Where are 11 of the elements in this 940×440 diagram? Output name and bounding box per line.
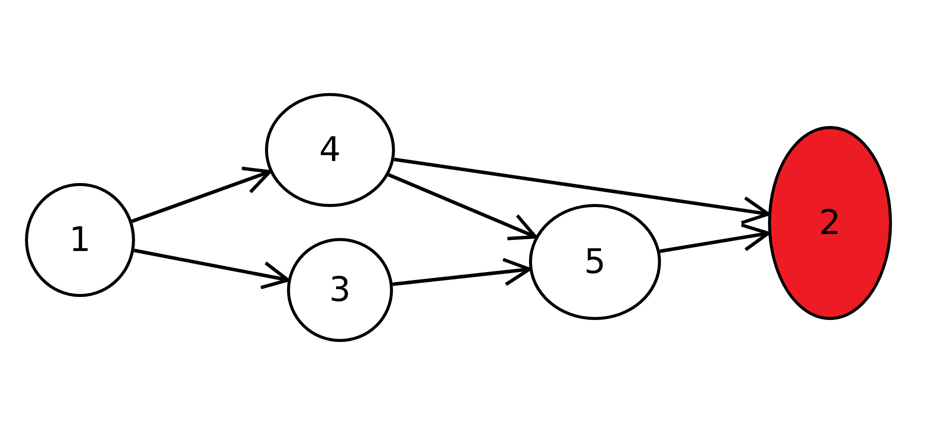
node-label: 2	[819, 203, 841, 243]
arrow	[131, 166, 272, 223]
arrow	[134, 248, 290, 290]
node-label: 5	[584, 242, 606, 282]
arrow	[392, 258, 532, 286]
node-label: 4	[319, 130, 341, 170]
arrow	[394, 158, 770, 224]
arrow	[660, 223, 770, 253]
node-label: 1	[69, 220, 91, 260]
node-label: 3	[329, 270, 351, 310]
arrow	[388, 173, 538, 240]
